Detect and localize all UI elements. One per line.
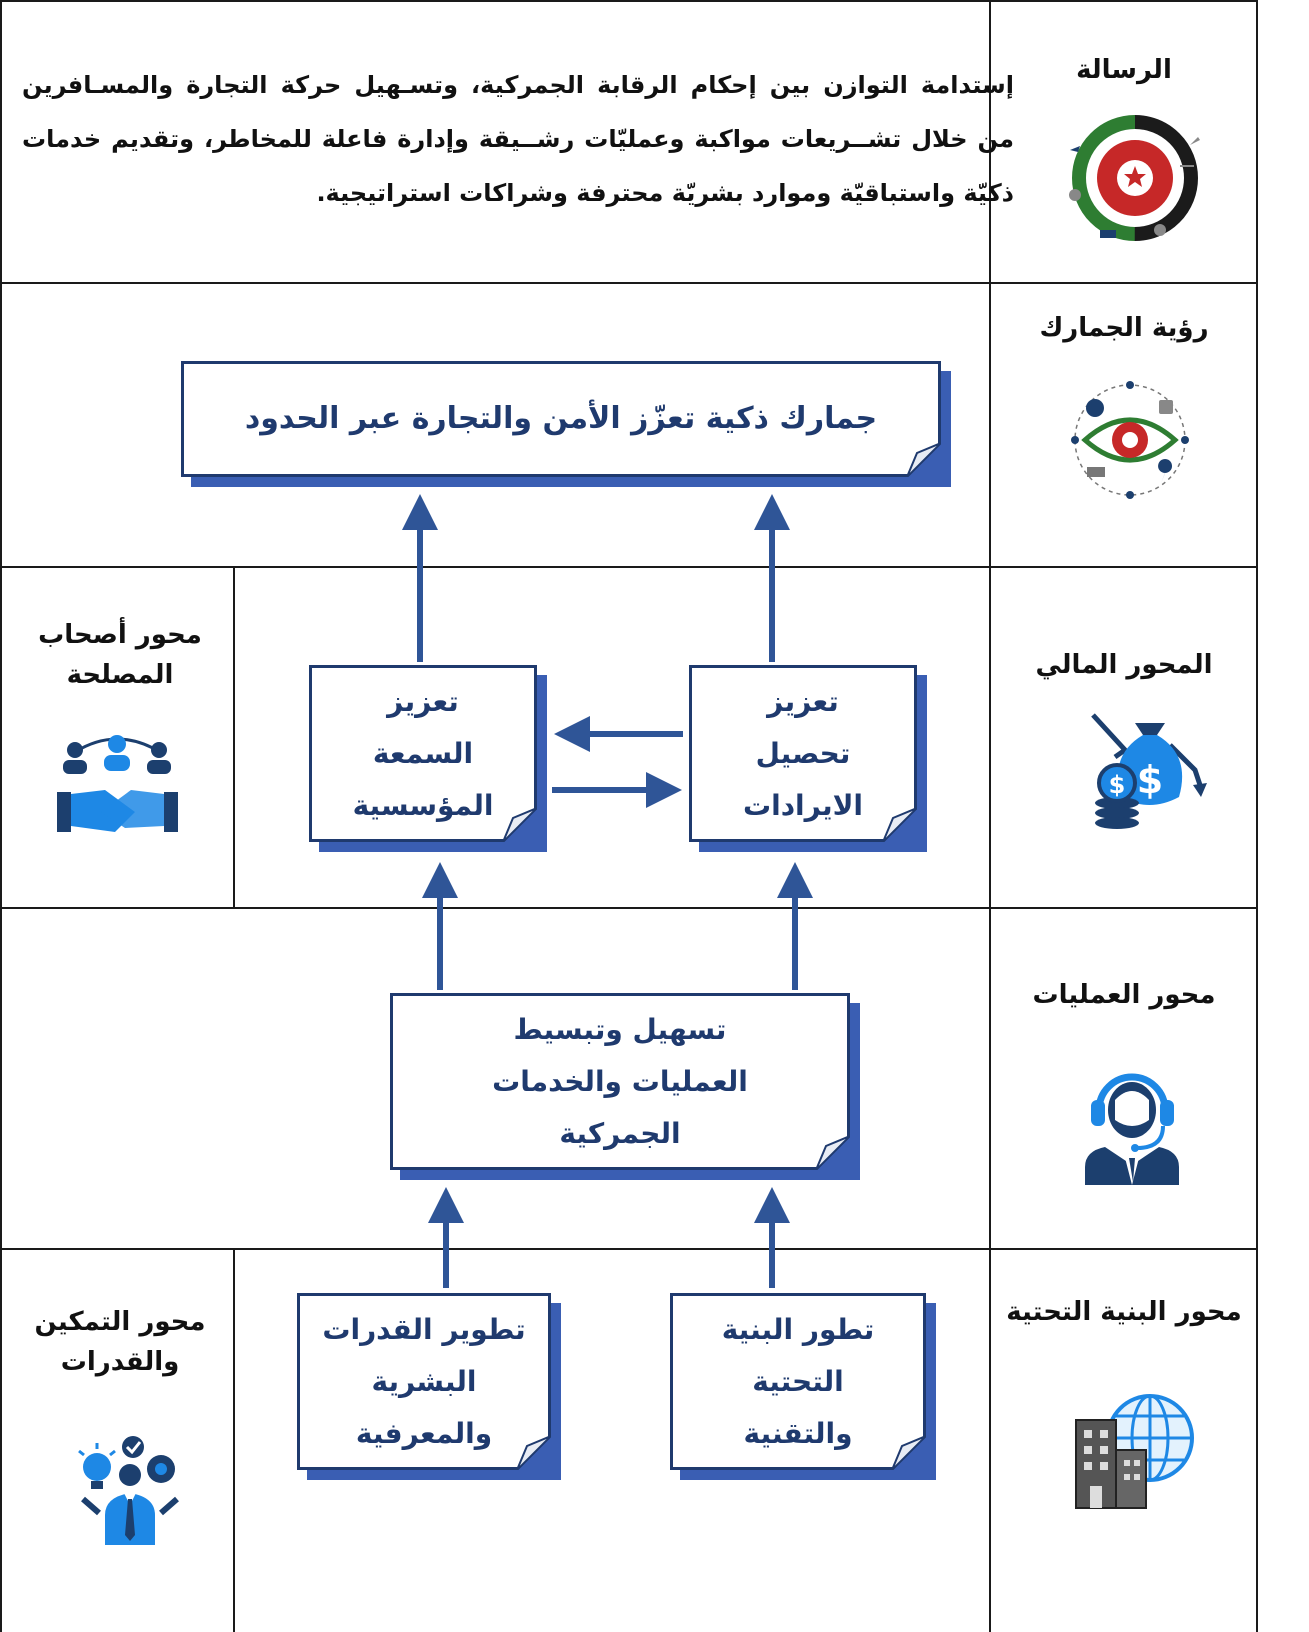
reputation-box-text: تعزيز السمعة المؤسسية [352,684,494,822]
mission-text: إستدامة التوازن بين إحكام الرقابة الجمرك… [22,71,1014,207]
table-border-top [0,0,1258,2]
column-divider [989,0,991,1632]
row-divider-4 [0,1248,1258,1250]
money-bag-icon: $ $ [1091,713,1207,829]
enablement-divider [233,1248,235,1632]
mission-emblem-icon [1069,115,1200,241]
enablement-label: محور التمكين والقدرات [34,1307,206,1377]
operations-box: تسهيل وتبسيط العمليات والخدمات الجمركية [390,993,850,1170]
vision-eye-icon [1071,381,1189,499]
revenue-box-text: تعزيز تحصيل الايرادات [742,684,864,822]
row-divider-1 [0,282,1258,284]
row-divider-3 [0,907,1258,909]
stakeholders-divider [233,566,235,908]
infrastructure-label: محور البنية التحتية [1006,1297,1242,1327]
globe-building-icon [1075,1394,1194,1509]
capabilities-icon [78,1436,179,1545]
table-border-right [1256,0,1258,1632]
capabilities-box-text: تطوير القدرات البشرية والمعرفية [322,1312,526,1450]
vision-box-text: جمارك ذكية تعزّز الأمن والتجارة عبر الحد… [244,401,878,436]
vision-box: جمارك ذكية تعزّز الأمن والتجارة عبر الحد… [181,361,941,477]
operations-box-text: تسهيل وتبسيط العمليات والخدمات الجمركية [492,1012,748,1150]
infrastructure-box-text: تطور البنية التحتية والتقنية [721,1312,875,1450]
stakeholders-label: محور أصحاب المصلحة [38,620,202,690]
handshake-icon [57,735,178,832]
vision-label: رؤية الجمارك [1039,313,1209,343]
row-divider-2 [0,566,1258,568]
revenue-box: تعزيز تحصيل الايرادات [689,665,917,842]
svg-text:$: $ [1137,758,1163,802]
operations-label: محور العمليات [1032,980,1216,1010]
mission-label: الرسالة [1076,55,1172,85]
infrastructure-box: تطور البنية التحتية والتقنية [670,1293,926,1470]
svg-text:$: $ [1109,771,1126,799]
table-border-left [0,0,2,1632]
reputation-box: تعزيز السمعة المؤسسية [309,665,537,842]
capabilities-box: تطوير القدرات البشرية والمعرفية [297,1293,551,1470]
financial-label: المحور المالي [1035,650,1213,680]
support-agent-icon [1085,1073,1179,1185]
